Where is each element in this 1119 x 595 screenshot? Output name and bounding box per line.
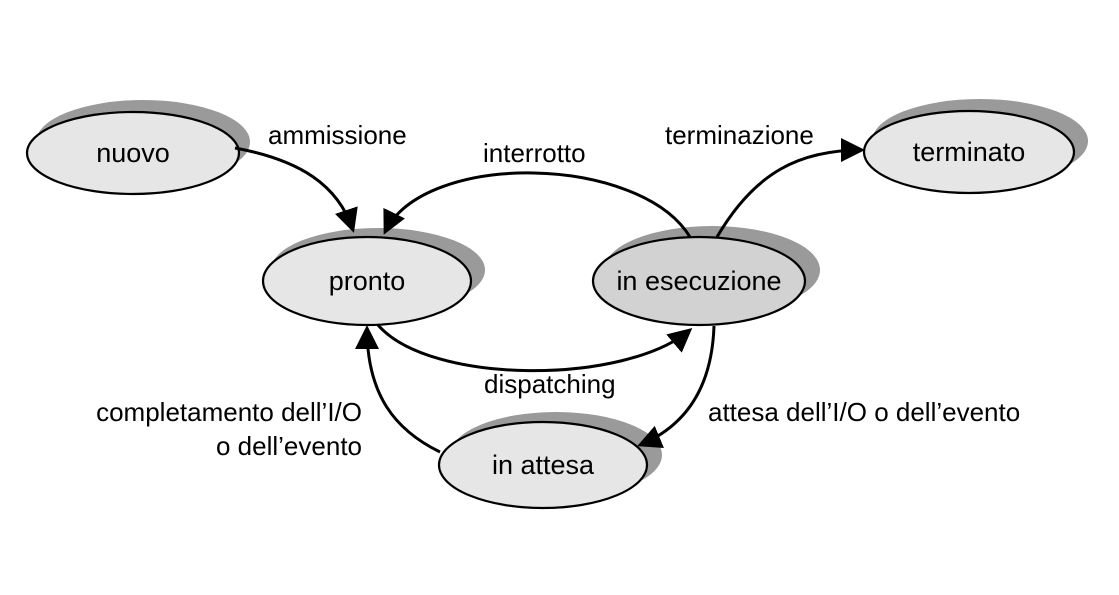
state-ellipse	[25, 110, 241, 196]
state-label: in esecuzione	[616, 266, 781, 296]
label-terminazione: terminazione	[665, 120, 814, 150]
state-label: in attesa	[492, 450, 595, 480]
label-completamento-line1: completamento dell’I/O	[96, 397, 362, 427]
arrow-attesa-io	[637, 325, 716, 448]
state-pronto: pronto	[261, 228, 485, 327]
label-ammissione: ammissione	[268, 120, 407, 150]
state-nuovo: nuovo	[25, 100, 250, 196]
arrow-terminazione	[715, 138, 865, 238]
state-ellipse	[261, 235, 473, 327]
state-in-attesa: in attesa	[437, 412, 662, 510]
state-ellipse	[437, 420, 649, 510]
arrow-interrotto	[383, 171, 692, 238]
label-completamento-line2: o dell’evento	[216, 431, 362, 461]
arrow-ammissione	[234, 146, 358, 233]
state-terminato: terminato	[862, 99, 1088, 195]
state-label: pronto	[329, 266, 406, 296]
arrow-dispatching	[376, 324, 693, 373]
state-ellipse	[591, 235, 807, 327]
label-interrotto: interrotto	[483, 138, 586, 168]
state-label: nuovo	[96, 138, 170, 168]
label-dispatching: dispatching	[484, 369, 616, 399]
state-label: terminato	[913, 137, 1026, 167]
state-in-esecuzione: in esecuzione	[591, 226, 820, 327]
label-attesa-io: attesa dell’I/O o dell’evento	[708, 397, 1020, 427]
arrow-completamento	[355, 325, 441, 454]
